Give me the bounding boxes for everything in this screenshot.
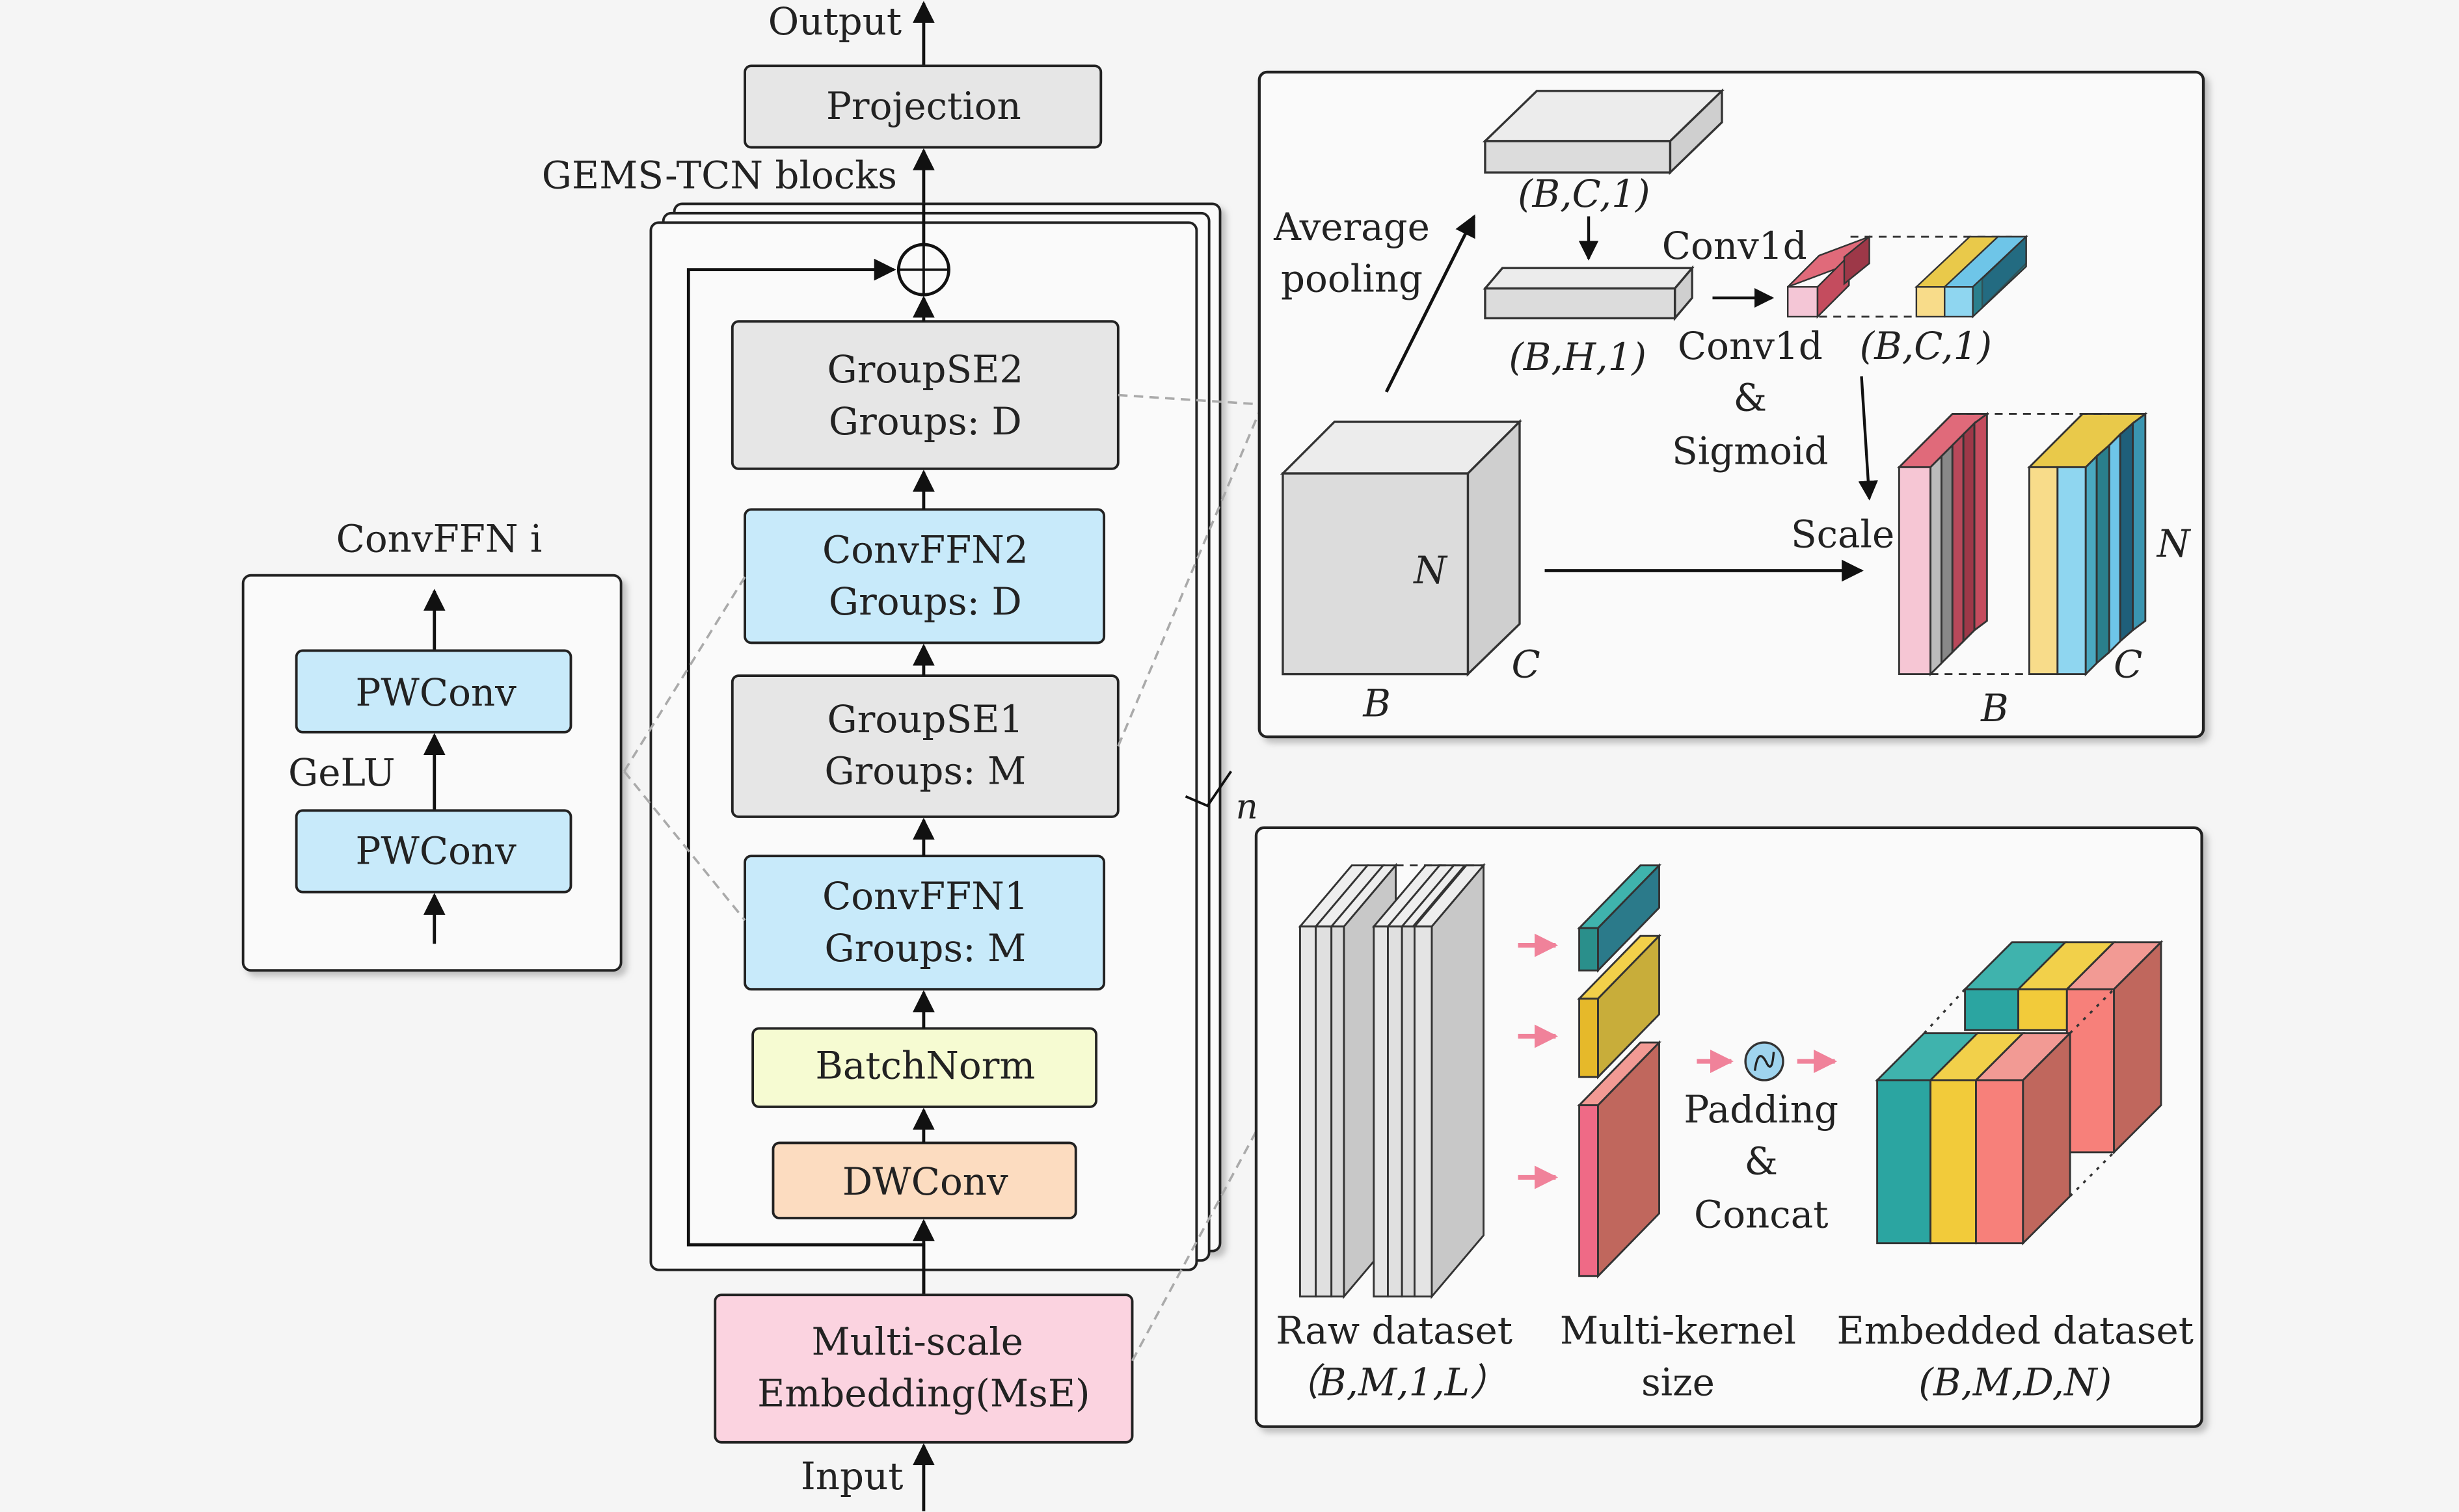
- pwconv-top-box: [295, 649, 572, 734]
- kernel-block-salmon: [1577, 1040, 1661, 1279]
- avg-pool-label-1: Average: [1273, 205, 1430, 249]
- amp1-label: &: [1734, 376, 1767, 420]
- groupse1-groups: Groups: M: [824, 749, 1026, 793]
- embedded-front: [1875, 1031, 2073, 1246]
- padding-label: Padding: [1684, 1087, 1838, 1132]
- pwconv-top-label: PWConv: [355, 670, 517, 715]
- gelu-label: GeLU: [288, 750, 395, 795]
- convffn1-groups: Groups: M: [824, 926, 1026, 970]
- convffn2-box: [744, 508, 1106, 644]
- cube-c-label: C: [1511, 642, 1540, 686]
- groupse2-groups: Groups: D: [829, 399, 1022, 444]
- out-c-label: C: [2114, 642, 2142, 686]
- emb-dots-1: [1923, 988, 1966, 1034]
- embedded-back: [1963, 940, 2164, 1155]
- mse-line1: Multi-scale: [811, 1320, 1023, 1364]
- sigmoid-label: Sigmoid: [1672, 429, 1828, 473]
- mse-panel: [1254, 826, 2203, 1428]
- projection-box: [744, 64, 1103, 149]
- dwconv-box: [772, 1141, 1077, 1220]
- out-n-label: N: [2156, 522, 2192, 566]
- convffn2-groups: Groups: D: [829, 579, 1022, 624]
- output-label: Output: [768, 0, 902, 44]
- avg-pool-label-2: pooling: [1281, 256, 1423, 300]
- pooled-slab: [1482, 88, 1725, 176]
- dwconv-label: DWConv: [842, 1160, 1008, 1204]
- mk-label-2: size: [1641, 1360, 1715, 1405]
- kernel-block-teal: [1577, 863, 1661, 973]
- repeat-n-label: n: [1236, 786, 1258, 827]
- groupse2-title: GroupSE2: [827, 347, 1024, 391]
- emb-label-1: Embedded dataset: [1837, 1308, 2194, 1353]
- mk-label-1: Multi-kernel: [1560, 1308, 1796, 1353]
- batchnorm-box: [751, 1027, 1098, 1108]
- projection-label: Projection: [826, 84, 1021, 128]
- amp2-label: &: [1744, 1139, 1777, 1184]
- scale-in-arrow: [1858, 376, 1878, 501]
- concat-label: Concat: [1694, 1193, 1828, 1237]
- convffn2-title: ConvFFN2: [822, 527, 1028, 572]
- bh1-label: (B,H,1): [1509, 335, 1646, 379]
- groupse2-box: [731, 320, 1120, 470]
- reduced-slab: [1483, 265, 1695, 321]
- padding-icon-wave: [1753, 1052, 1775, 1071]
- raw-dataset: [1298, 862, 1486, 1299]
- mse-box: [714, 1293, 1134, 1444]
- pwconv-bottom-box: [295, 809, 572, 894]
- conv1d-mid-label: Conv1d: [1678, 324, 1823, 368]
- cube-n-label: N: [1412, 548, 1448, 592]
- mse-line2: Embedding(MsE): [757, 1371, 1090, 1415]
- convffn1-title: ConvFFN1: [822, 874, 1028, 918]
- channel-strip-wide: [1914, 235, 2028, 319]
- avg-pool-arrow: [1384, 214, 1476, 393]
- bc1-right-label: (B,C,1): [1860, 324, 1992, 368]
- scale-label: Scale: [1791, 512, 1894, 556]
- emb-dots-2: [2069, 988, 2115, 1034]
- out-b-label: B: [1980, 686, 2009, 730]
- blocks-label: GEMS-TCN blocks: [542, 153, 897, 197]
- batchnorm-label: BatchNorm: [815, 1044, 1035, 1088]
- pwconv-bottom-label: PWConv: [355, 829, 517, 873]
- input-label: Input: [801, 1454, 904, 1498]
- groupse1-title: GroupSE1: [827, 697, 1024, 741]
- emb-label-2: (B,M,D,N): [1918, 1360, 2112, 1405]
- emb-dots-3: [2069, 1151, 2115, 1197]
- cube-b-label: B: [1362, 682, 1391, 726]
- convffn-i-title: ConvFFN i: [336, 517, 543, 561]
- padding-icon: [1744, 1041, 1784, 1081]
- bc1-top-label: (B,C,1): [1518, 172, 1650, 216]
- channel-strip-small: [1786, 235, 1870, 319]
- conv1d-top-label: Conv1d: [1662, 224, 1807, 268]
- raw-label-2: （B,M,1,L）: [1281, 1360, 1507, 1405]
- zoom-connectors: [623, 393, 1264, 1362]
- raw-label-1: Raw dataset: [1276, 1308, 1512, 1353]
- kernel-block-gold: [1577, 933, 1661, 1080]
- input-cube: [1280, 419, 1523, 677]
- repeat-bracket: [1185, 770, 1232, 808]
